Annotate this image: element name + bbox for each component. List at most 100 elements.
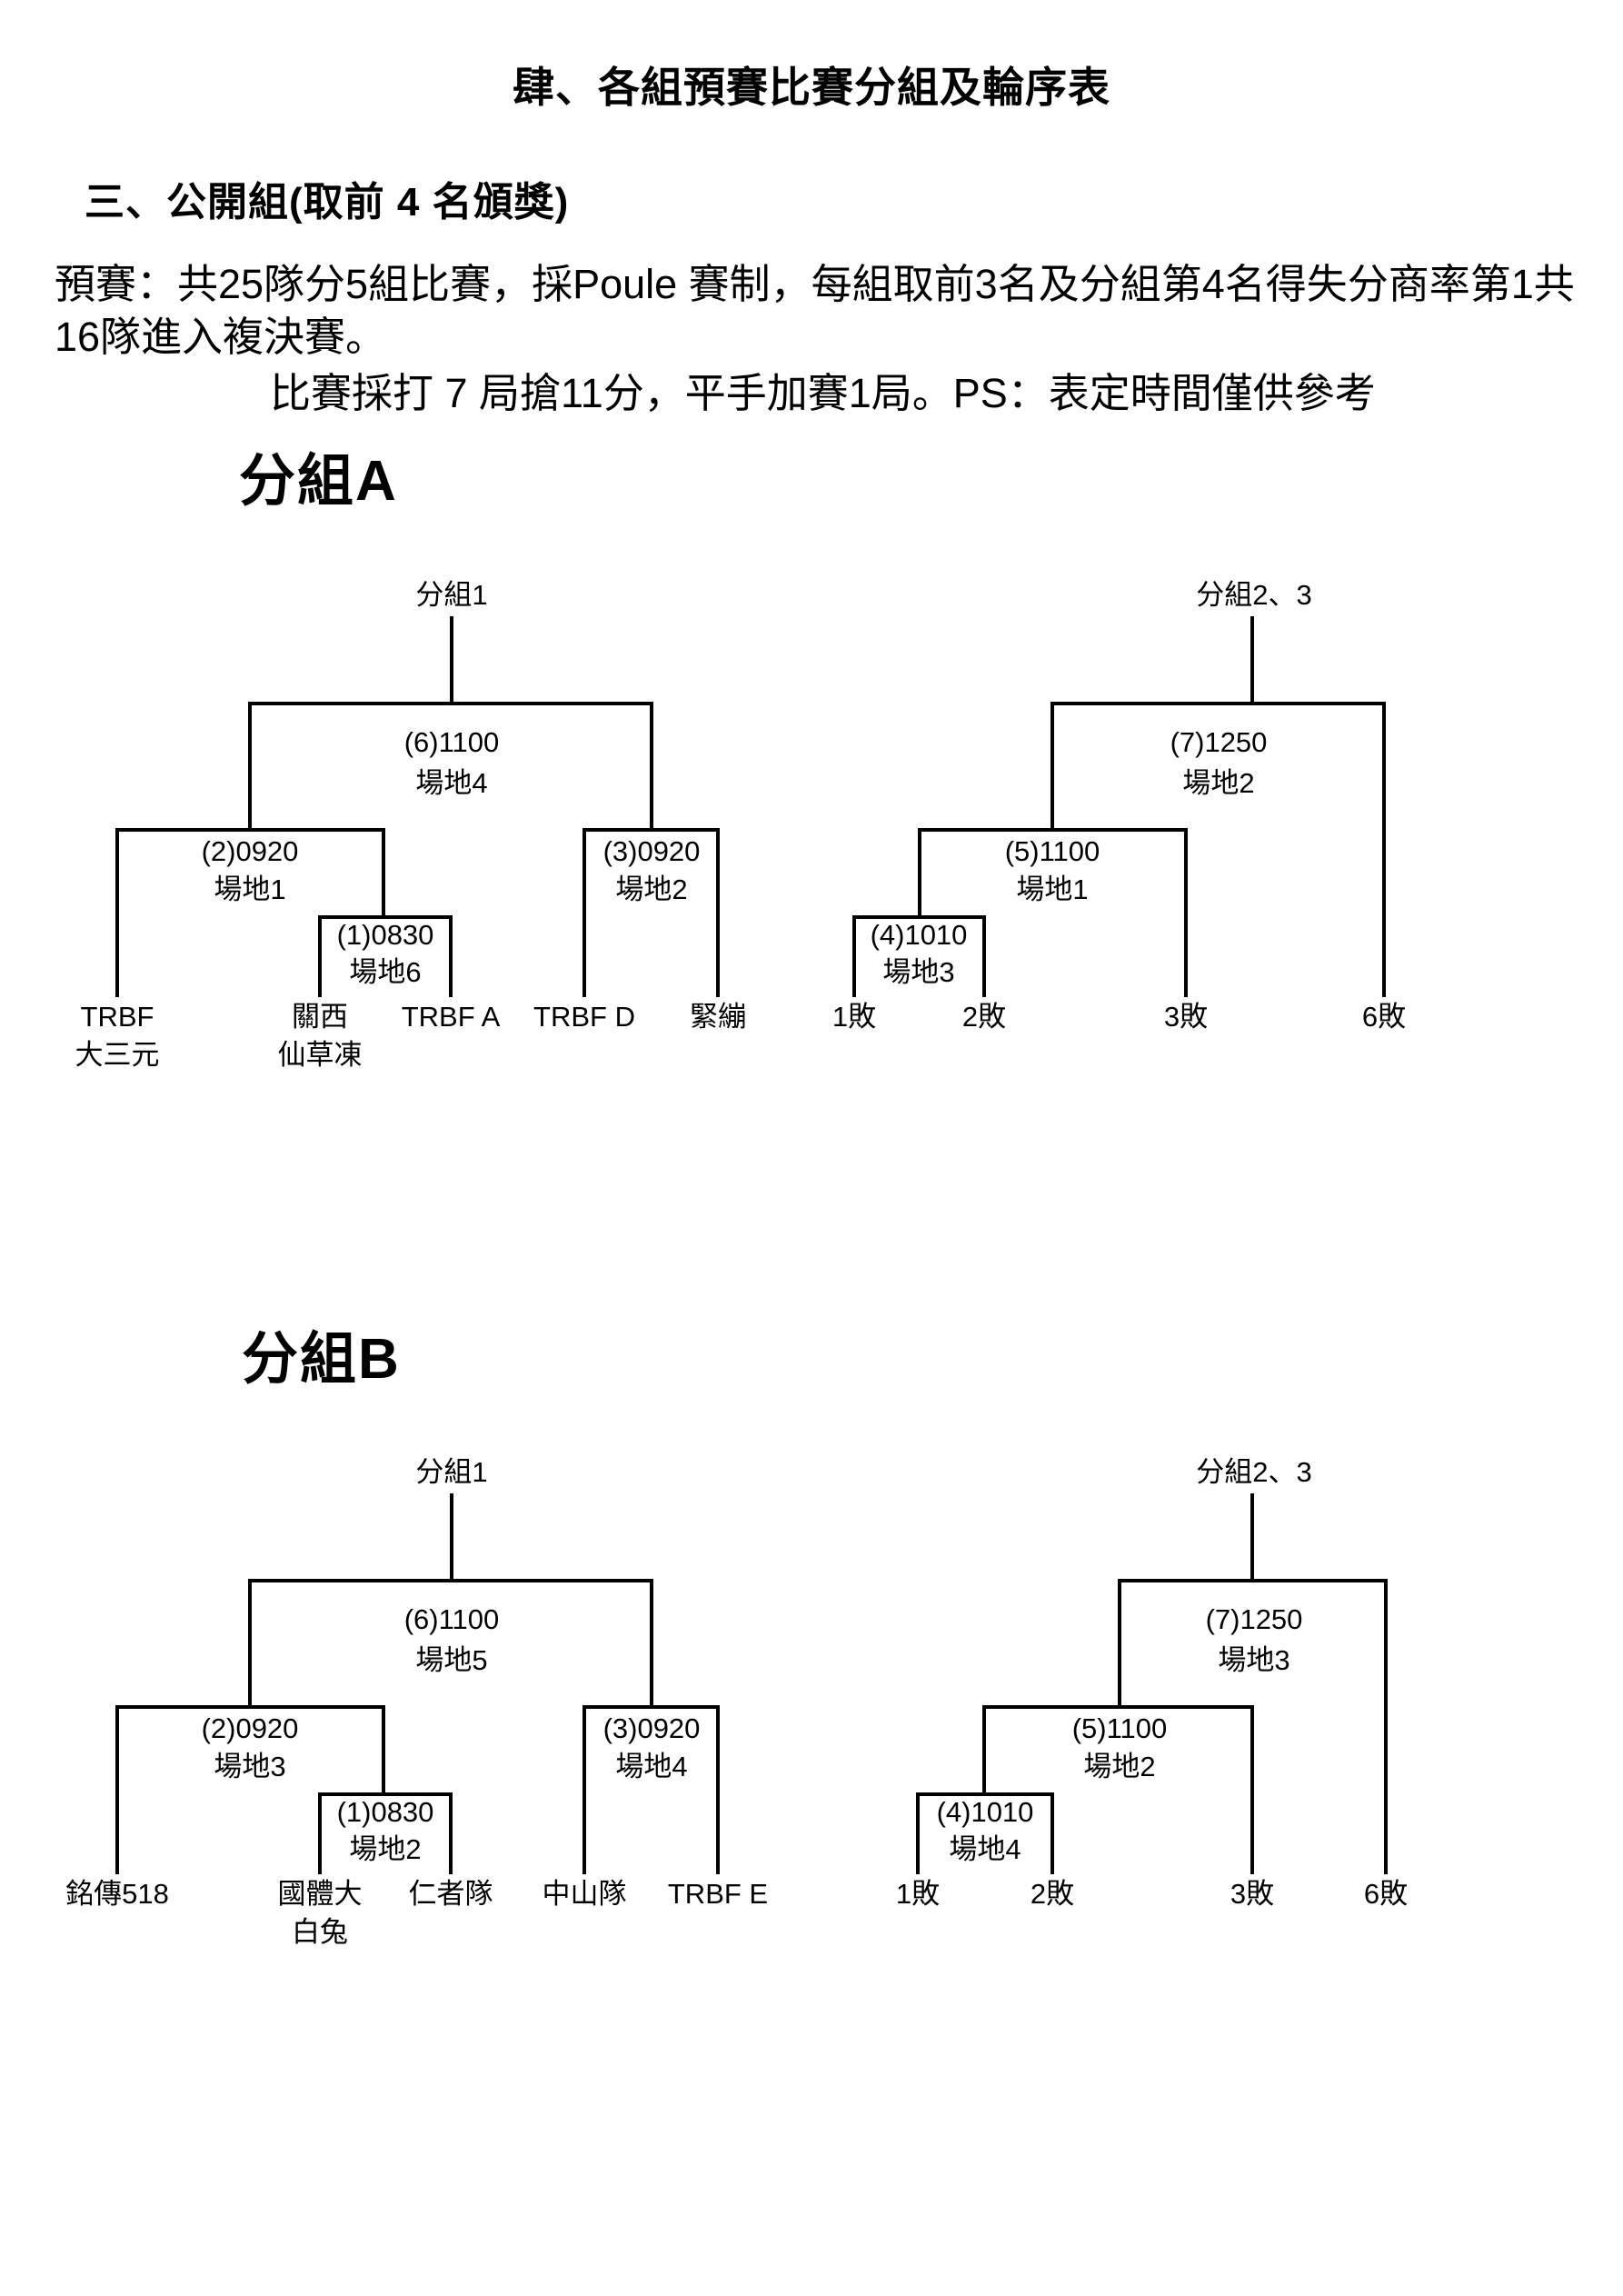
group-b-losers-bracket-line — [1250, 1493, 1254, 1579]
group-a-winners-bracket-line — [115, 828, 385, 832]
group-b-losers-bracket-line — [982, 1705, 986, 1792]
group-b-winners-bracket-line — [582, 1705, 586, 1874]
team-name-line2: 白兔 — [292, 1916, 348, 1948]
group-b-winners-bracket-line — [248, 1579, 653, 1582]
match-code-label: (1)0830 — [336, 919, 434, 951]
team-slot-label: 6敗 — [1363, 1878, 1409, 1910]
match-code-label: (7)1250 — [1170, 726, 1268, 758]
group-a-winners-bracket-line — [318, 915, 322, 997]
group-b-losers-bracket-line — [1050, 1792, 1054, 1874]
match-code-label: (4)1010 — [870, 919, 968, 951]
match-court-label: 場地2 — [1182, 767, 1255, 799]
group-b-winners-bracket-line — [716, 1705, 720, 1874]
team-name: TRBF A — [401, 1001, 501, 1033]
group-a-title: 分組A — [239, 450, 398, 513]
team-name: 緊繃 — [690, 1001, 746, 1033]
match-code-label: (2)0920 — [201, 835, 299, 867]
match-code-label: (5)1100 — [1004, 835, 1100, 867]
group-b-winners-bracket-line — [318, 1792, 322, 1874]
group-a-winners-bracket-line — [450, 616, 453, 702]
team-slot-label: 2敗 — [1030, 1878, 1075, 1910]
match-court-label: 場地3 — [214, 1751, 286, 1782]
group-b-winners-bracket-line — [582, 1705, 720, 1709]
group-result-label: 分組2、3 — [1196, 1456, 1312, 1488]
group-result-label: 分組1 — [415, 1456, 488, 1488]
match-code-label: (2)0920 — [201, 1712, 299, 1744]
team-slot-label: 6敗 — [1361, 1001, 1407, 1033]
group-b-winners-bracket-line — [650, 1579, 653, 1705]
group-a-winners-bracket-line — [318, 915, 453, 919]
group-b-losers-bracket-line — [916, 1792, 920, 1874]
group-a-winners-bracket-line — [449, 915, 453, 997]
group-result-label: 分組1 — [415, 579, 488, 611]
group-result-label: 分組2、3 — [1196, 579, 1312, 611]
group-a-winners-bracket-line — [115, 828, 119, 997]
page-title: 肆、各組預賽比賽分組及輪序表 — [513, 64, 1110, 111]
match-court-label: 場地1 — [1016, 873, 1089, 905]
match-court-label: 場地3 — [882, 956, 955, 988]
team-slot-label: 1敗 — [895, 1878, 941, 1910]
match-court-label: 場地1 — [214, 873, 286, 905]
group-b-losers-bracket-line — [1118, 1579, 1388, 1582]
group-a-winners-bracket-line — [582, 828, 586, 997]
group-b-winners-bracket-line — [318, 1792, 453, 1796]
group-a-winners-bracket-line — [650, 702, 653, 828]
group-b-winners-bracket-line — [115, 1705, 385, 1709]
match-court-label: 場地3 — [1218, 1644, 1290, 1676]
team-name: TRBF — [80, 1001, 154, 1033]
group-a-winners-bracket-line — [248, 702, 252, 828]
team-name: 關西 — [292, 1001, 348, 1033]
intro-line-1: 預賽：共25隊分5組比賽，採Poule 賽制，每組取前3名及分組第4名得失分商率… — [55, 261, 1575, 307]
team-name: 國體大 — [277, 1878, 363, 1910]
group-b-winners-bracket-line — [382, 1705, 385, 1792]
group-b-title: 分組B — [242, 1328, 401, 1391]
group-a-winners-bracket-line — [248, 702, 653, 705]
match-court-label: 場地2 — [349, 1833, 422, 1865]
team-name: TRBF E — [667, 1878, 769, 1910]
group-b-winners-bracket-line — [115, 1705, 119, 1874]
match-code-label: (3)0920 — [602, 835, 701, 867]
team-slot-label: 1敗 — [831, 1001, 877, 1033]
match-court-label: 場地5 — [415, 1644, 488, 1676]
group-a-losers-bracket-line — [918, 828, 921, 915]
group-b-losers-bracket-line — [916, 1792, 1054, 1796]
match-court-label: 場地4 — [615, 1751, 688, 1782]
match-code-label: (7)1250 — [1205, 1603, 1303, 1635]
group-b-winners-bracket-line — [449, 1792, 453, 1874]
group-a-winners-bracket-line — [382, 828, 385, 915]
group-a-losers-bracket-line — [1382, 702, 1386, 997]
intro-line-2: 16隊進入複決賽。 — [55, 314, 387, 360]
match-court-label: 場地2 — [615, 873, 688, 905]
team-name-line2: 仙草凍 — [277, 1039, 363, 1071]
match-code-label: (5)1100 — [1071, 1712, 1168, 1744]
match-code-label: (6)1100 — [403, 726, 500, 758]
group-a-losers-bracket-line — [1050, 702, 1054, 828]
group-a-losers-bracket-line — [1184, 828, 1188, 997]
team-slot-label: 3敗 — [1230, 1878, 1275, 1910]
group-b-losers-bracket-line — [1118, 1579, 1121, 1705]
match-court-label: 場地6 — [349, 956, 422, 988]
group-a-winners-bracket-line — [716, 828, 720, 997]
group-b-winners-bracket-line — [248, 1579, 252, 1705]
match-court-label: 場地4 — [415, 767, 488, 799]
match-code-label: (3)0920 — [602, 1712, 701, 1744]
match-code-label: (4)1010 — [936, 1796, 1034, 1828]
match-court-label: 場地4 — [949, 1833, 1021, 1865]
team-slot-label: 3敗 — [1163, 1001, 1209, 1033]
team-slot-label: 2敗 — [961, 1001, 1007, 1033]
group-a-losers-bracket-line — [982, 915, 986, 997]
group-b-losers-bracket-line — [982, 1705, 1254, 1709]
group-a-losers-bracket-line — [1250, 616, 1254, 702]
group-a-losers-bracket-line — [852, 915, 986, 919]
match-court-label: 場地2 — [1083, 1751, 1156, 1782]
group-a-losers-bracket-line — [852, 915, 856, 997]
note-line: 比賽採打 7 局搶11分，平手加賽1局。PS：表定時間僅供參考 — [270, 370, 1376, 416]
team-name: 仁者隊 — [408, 1878, 493, 1910]
section-heading: 三、公開組(取前 4 名頒獎) — [85, 180, 570, 225]
team-name: 中山隊 — [542, 1878, 627, 1910]
group-b-winners-bracket-line — [450, 1493, 453, 1579]
group-a-winners-bracket-line — [582, 828, 720, 832]
match-code-label: (1)0830 — [336, 1796, 434, 1828]
team-name: 銘傳518 — [65, 1878, 169, 1910]
